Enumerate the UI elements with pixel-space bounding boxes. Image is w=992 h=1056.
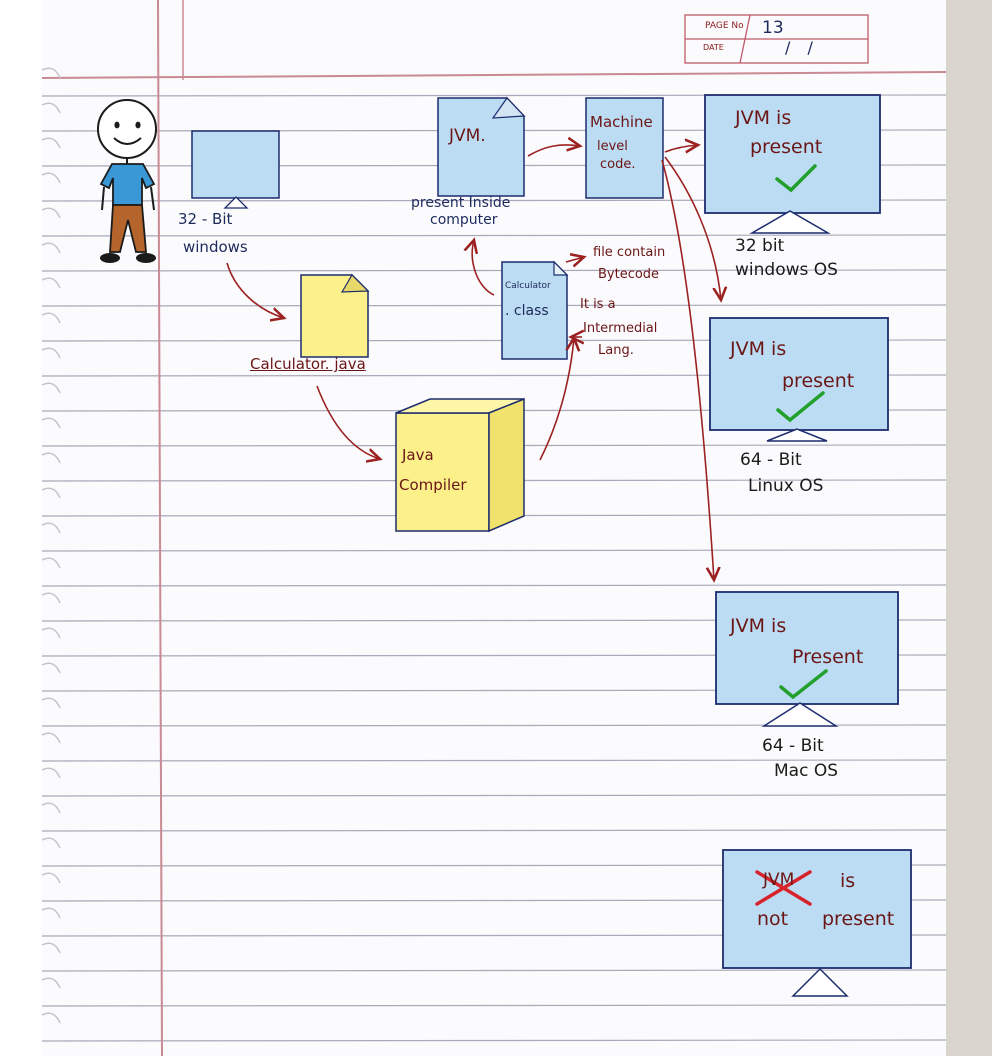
monitor-1-line2: present <box>750 136 823 158</box>
arrow-class-to-jvm <box>472 240 495 296</box>
monitor-3-os-line2: Mac OS <box>774 761 839 781</box>
java-compiler-cube <box>395 397 525 533</box>
margin-line-left <box>157 0 163 1056</box>
machine-code-box <box>585 97 664 199</box>
windows-caption-line2: windows <box>183 238 248 256</box>
stick-figure-user <box>97 99 157 263</box>
check-icon <box>775 164 817 193</box>
windows-caption-line1: 32 - Bit <box>178 210 233 228</box>
monitor-1-os-line2: windows OS <box>735 260 838 280</box>
cross-icon <box>755 870 812 906</box>
class-file-line1: Calculator <box>505 281 551 291</box>
page-no-label: PAGE No <box>705 21 744 31</box>
page-no-value: 13 <box>762 18 784 38</box>
monitor-3-line2: Present <box>792 646 864 668</box>
monitor-2 <box>709 317 889 442</box>
binding-holes <box>41 67 61 1024</box>
arrow-note-file-contain <box>565 257 584 262</box>
monitor-2-os-line1: 64 - Bit <box>740 450 802 470</box>
page-date-box <box>684 14 869 64</box>
class-note-line4: Intermedial <box>583 321 658 336</box>
arrow-machine-to-monitor-2 <box>664 156 721 300</box>
jvm-document <box>437 96 526 197</box>
page-edge <box>0 0 42 1056</box>
jvm-note-line1: present Inside <box>411 195 511 211</box>
monitor-3 <box>715 591 899 727</box>
monitor-4-struck-word: JVM <box>763 870 795 890</box>
monitor-1-line1: JVM is <box>735 107 792 129</box>
check-icon <box>779 669 828 700</box>
arrow-jvm-to-machine <box>527 145 580 157</box>
monitor-3-os-line1: 64 - Bit <box>762 736 824 756</box>
monitor-1 <box>704 94 881 234</box>
compiler-line1: Java <box>402 446 434 464</box>
class-note-line3: It is a <box>580 297 616 312</box>
jvm-doc-label: JVM. <box>449 126 486 146</box>
monitor-1-os-line1: 32 bit <box>735 236 785 256</box>
arrow-compiler-to-class <box>539 338 574 461</box>
monitor-2-line2: present <box>782 370 855 392</box>
class-note-line2: Bytecode <box>598 267 660 282</box>
machine-code-line2: level <box>597 139 628 154</box>
monitor-4-line1: is <box>840 870 856 892</box>
arrow-user-to-java <box>226 262 284 318</box>
machine-code-line3: code. <box>600 157 636 172</box>
class-file-line2: . class <box>505 303 549 319</box>
monitor-4-line2-b: present <box>822 908 895 930</box>
class-file-document <box>501 260 569 360</box>
java-source-document <box>300 273 370 358</box>
arrow-machine-to-monitor-1 <box>664 145 698 152</box>
flow-arrows <box>226 145 721 580</box>
machine-code-line1: Machine <box>590 113 653 131</box>
compiler-line2: Compiler <box>399 476 467 494</box>
date-label: DATE <box>703 43 724 52</box>
monitor-4-line2-a: not <box>757 908 789 930</box>
arrow-java-to-compiler <box>316 385 380 459</box>
check-icon <box>776 391 825 423</box>
arrow-machine-to-monitor-3 <box>661 159 714 580</box>
java-file-label: Calculator. java <box>250 355 366 373</box>
monitor-2-os-line2: Linux OS <box>748 476 824 496</box>
monitor-4 <box>722 849 912 997</box>
class-note-line1: file contain <box>593 245 666 260</box>
user-windows-screen <box>191 130 280 209</box>
date-value: / / <box>785 38 819 57</box>
monitor-2-line1: JVM is <box>730 338 787 360</box>
jvm-note-line2: computer <box>430 212 498 228</box>
class-note-line5: Lang. <box>598 343 634 358</box>
monitor-3-line1: JVM is <box>730 615 787 637</box>
